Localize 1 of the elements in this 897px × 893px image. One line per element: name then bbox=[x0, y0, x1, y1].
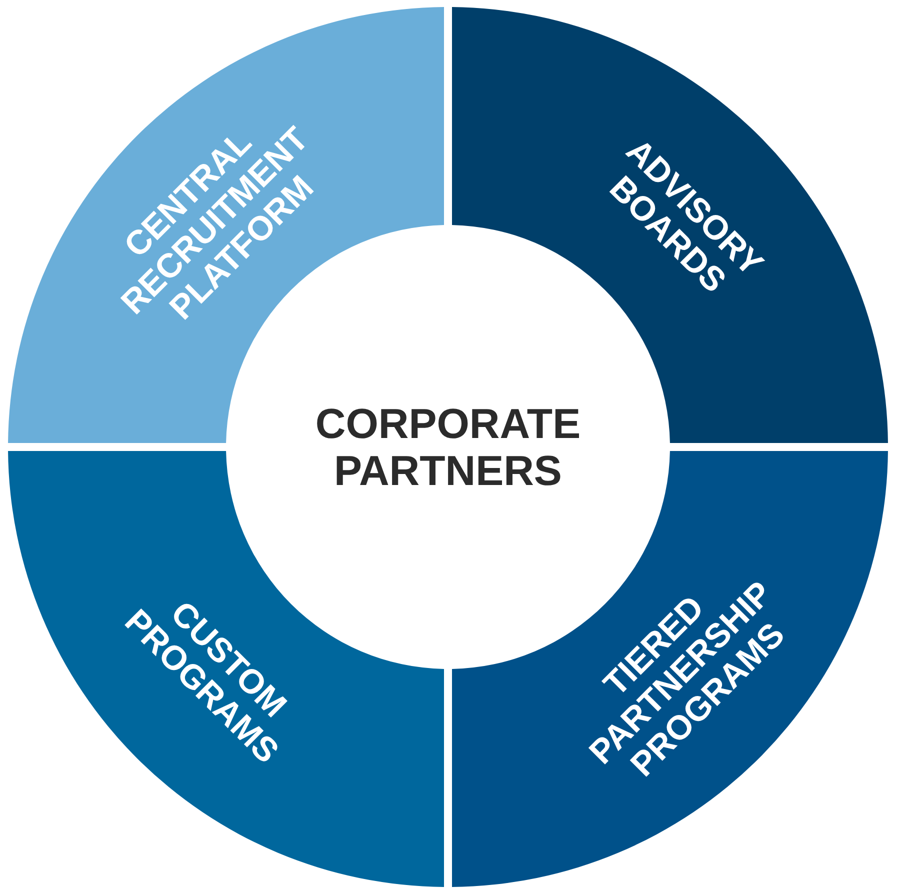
center-label: CORPORATE PARTNERS bbox=[314, 400, 582, 494]
